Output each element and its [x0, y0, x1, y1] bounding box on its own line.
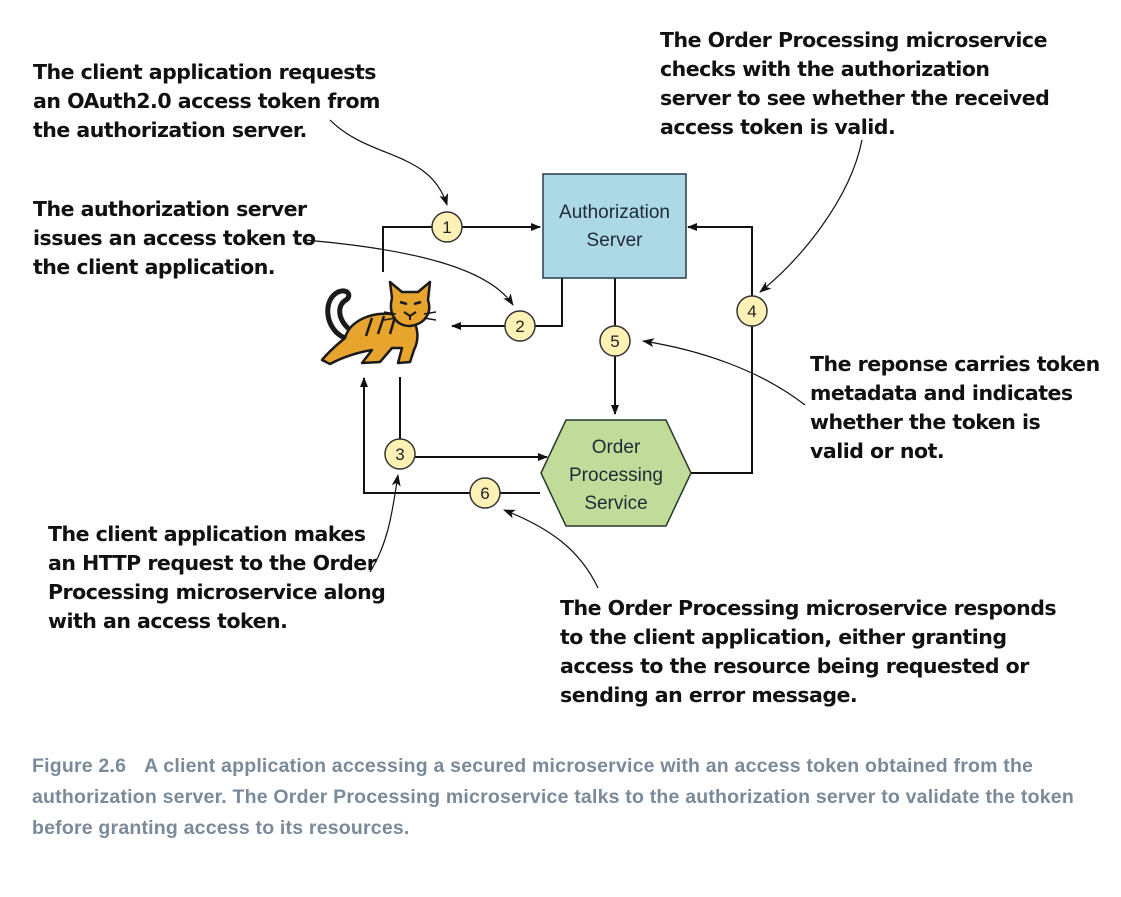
- annotation-arrow-step-1: [329, 119, 449, 206]
- step-badge-1-number: 1: [442, 218, 451, 237]
- step-badge-1: 1: [431, 211, 463, 243]
- step-badges: 1 2 3 4 5 6: [384, 211, 768, 509]
- flow-line-step-2: [451, 278, 563, 330]
- step-badge-2-number: 2: [515, 317, 524, 336]
- figure-caption-text: A client application accessing a secured…: [32, 755, 1074, 839]
- annotation-arrow-step-6: [503, 509, 599, 589]
- flow-line-step-3: [399, 377, 548, 461]
- annotation-arrow-step-2: [304, 239, 514, 306]
- annotation-step-3: The client application makes an HTTP req…: [48, 522, 386, 633]
- step-badge-6: 6: [469, 477, 501, 509]
- order-processing-service-node: Order Processing Service: [540, 419, 692, 527]
- annotation-arrow-step-3: [369, 474, 401, 573]
- step-badge-5: 5: [599, 325, 631, 357]
- step-badge-4: 4: [736, 295, 768, 327]
- step-badge-3: 3: [384, 438, 416, 470]
- order-service-label-line-2: Processing: [569, 465, 663, 486]
- order-service-label-line-1: Order: [592, 437, 641, 458]
- annotation-arrow-step-5: [642, 338, 806, 406]
- step-badge-3-number: 3: [395, 445, 404, 464]
- step-badge-4-number: 4: [747, 302, 756, 321]
- step-badge-2: 2: [504, 310, 536, 342]
- annotation-arrow-step-4: [759, 139, 863, 293]
- annotation-step-4: The Order Processing microservice checks…: [660, 28, 1050, 139]
- tomcat-cat-icon: [320, 280, 437, 366]
- annotation-step-5: The reponse carries token metadata and i…: [810, 352, 1100, 463]
- authorization-server-node: Authorization Server: [542, 173, 687, 279]
- flow-line-step-6: [360, 377, 540, 494]
- step-badge-5-number: 5: [610, 332, 619, 351]
- flow-line-step-1: [382, 223, 541, 272]
- annotation-arrows: [304, 119, 863, 589]
- flow-line-step-4: [687, 223, 753, 474]
- authorization-server-label-line-2: Server: [587, 230, 644, 251]
- authorization-server-label-line-1: Authorization: [559, 202, 670, 223]
- annotation-step-6: The Order Processing microservice respon…: [560, 596, 1057, 707]
- step-badge-6-number: 6: [480, 484, 489, 503]
- annotation-step-2: The authorization server issues an acces…: [33, 197, 316, 279]
- figure-label: Figure 2.6: [32, 755, 127, 777]
- order-service-label-line-3: Service: [584, 493, 647, 514]
- annotation-step-1: The client application requests an OAuth…: [33, 60, 380, 142]
